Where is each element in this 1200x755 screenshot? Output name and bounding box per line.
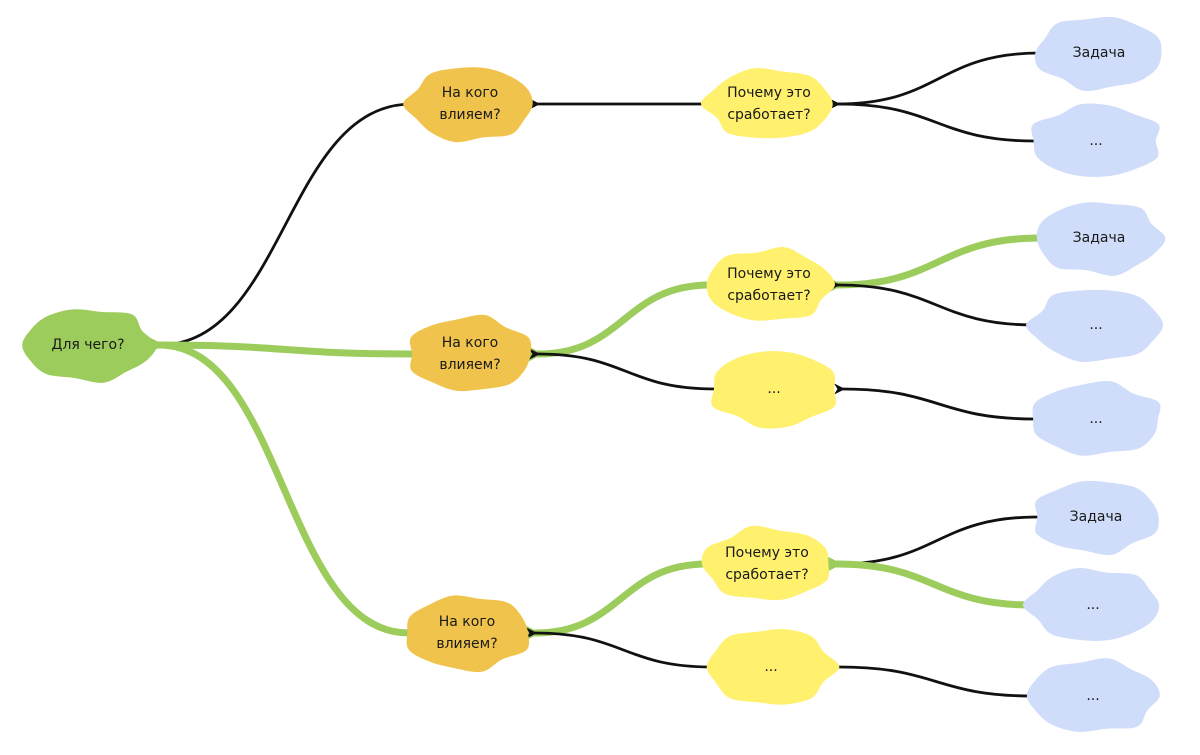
node-label: Задача <box>1073 230 1126 246</box>
connectors <box>136 51 1044 698</box>
reason-shape <box>700 68 833 139</box>
edge-a1-to-goal <box>150 102 414 351</box>
task-shape <box>1035 480 1159 556</box>
audience-node-a2[interactable]: На кого влияем? <box>409 314 532 392</box>
node-label: ... <box>1089 133 1102 149</box>
node-label: ... <box>1089 317 1102 333</box>
task-node-t8[interactable]: ... <box>1026 658 1160 732</box>
edge-a3-to-goal <box>136 330 413 637</box>
edge-r5-to-a3 <box>526 627 714 669</box>
audience-shape <box>403 67 533 143</box>
reason-shape <box>706 629 840 705</box>
edge-t5-to-r3 <box>834 383 1037 421</box>
task-shape <box>1032 381 1161 456</box>
node-label: влияем? <box>439 357 500 373</box>
task-shape <box>1026 658 1160 732</box>
node-label: сработает? <box>727 288 810 304</box>
node-label: Для чего? <box>52 337 125 353</box>
reason-node-r5[interactable]: ... <box>706 629 840 705</box>
edge-a2-to-goal <box>136 330 416 359</box>
edge-t6-to-r4 <box>828 515 1039 570</box>
node-label: ... <box>1089 411 1102 427</box>
task-shape <box>1031 103 1160 177</box>
edge-t2-to-r1 <box>829 98 1037 143</box>
node-label: Почему это <box>727 85 811 101</box>
reason-shape <box>701 525 830 601</box>
reason-node-r4[interactable]: Почему это сработает? <box>701 525 830 601</box>
goal-shape <box>22 309 157 383</box>
audience-shape <box>406 595 530 673</box>
task-node-t5[interactable]: ... <box>1032 381 1161 456</box>
node-label: сработает? <box>727 107 810 123</box>
node-label: На кого <box>442 335 499 351</box>
edge-r4-to-a3 <box>512 560 711 648</box>
task-node-t2[interactable]: ... <box>1031 103 1160 177</box>
task-node-t6[interactable]: Задача <box>1035 480 1159 556</box>
node-label: ... <box>1086 597 1099 613</box>
reason-shape <box>706 246 835 321</box>
edge-t7-to-r4 <box>814 549 1036 609</box>
node-label: ... <box>1086 688 1099 704</box>
task-node-t1[interactable]: Задача <box>1034 16 1162 92</box>
task-node-t3[interactable]: Задача <box>1036 202 1166 276</box>
edge-t3-to-r2 <box>815 234 1044 300</box>
node-label: Почему это <box>727 266 811 282</box>
edge-r3-to-a2 <box>529 348 717 391</box>
reason-node-r1[interactable]: Почему это сработает? <box>700 68 833 139</box>
edge-t4-to-r2 <box>829 279 1037 327</box>
edge-t1-to-r1 <box>829 51 1042 110</box>
node-label: На кого <box>442 85 499 101</box>
audience-shape <box>409 314 532 392</box>
edge-t8-to-r5 <box>831 661 1034 698</box>
reason-shape <box>711 351 837 429</box>
task-shape <box>1022 568 1160 641</box>
task-shape <box>1036 202 1166 276</box>
reason-node-r2[interactable]: Почему это сработает? <box>706 246 835 321</box>
node-label: ... <box>764 659 777 675</box>
task-shape <box>1026 289 1164 363</box>
node-label: Почему это <box>725 545 809 561</box>
node-label: сработает? <box>725 567 808 583</box>
task-shape <box>1034 16 1162 92</box>
node-label: влияем? <box>436 636 497 652</box>
goal-node-goal[interactable]: Для чего? <box>22 309 157 383</box>
task-node-t4[interactable]: ... <box>1026 289 1164 363</box>
task-node-t7[interactable]: ... <box>1022 568 1160 641</box>
reason-node-r3[interactable]: ... <box>711 351 837 429</box>
audience-node-a3[interactable]: На кого влияем? <box>406 595 530 673</box>
node-label: влияем? <box>439 107 500 123</box>
node-label: Задача <box>1070 509 1123 525</box>
audience-node-a1[interactable]: На кого влияем? <box>403 67 533 143</box>
node-label: На кого <box>439 614 496 630</box>
node-label: ... <box>767 381 780 397</box>
edge-r2-to-a2 <box>515 281 714 369</box>
node-label: Задача <box>1073 45 1126 61</box>
